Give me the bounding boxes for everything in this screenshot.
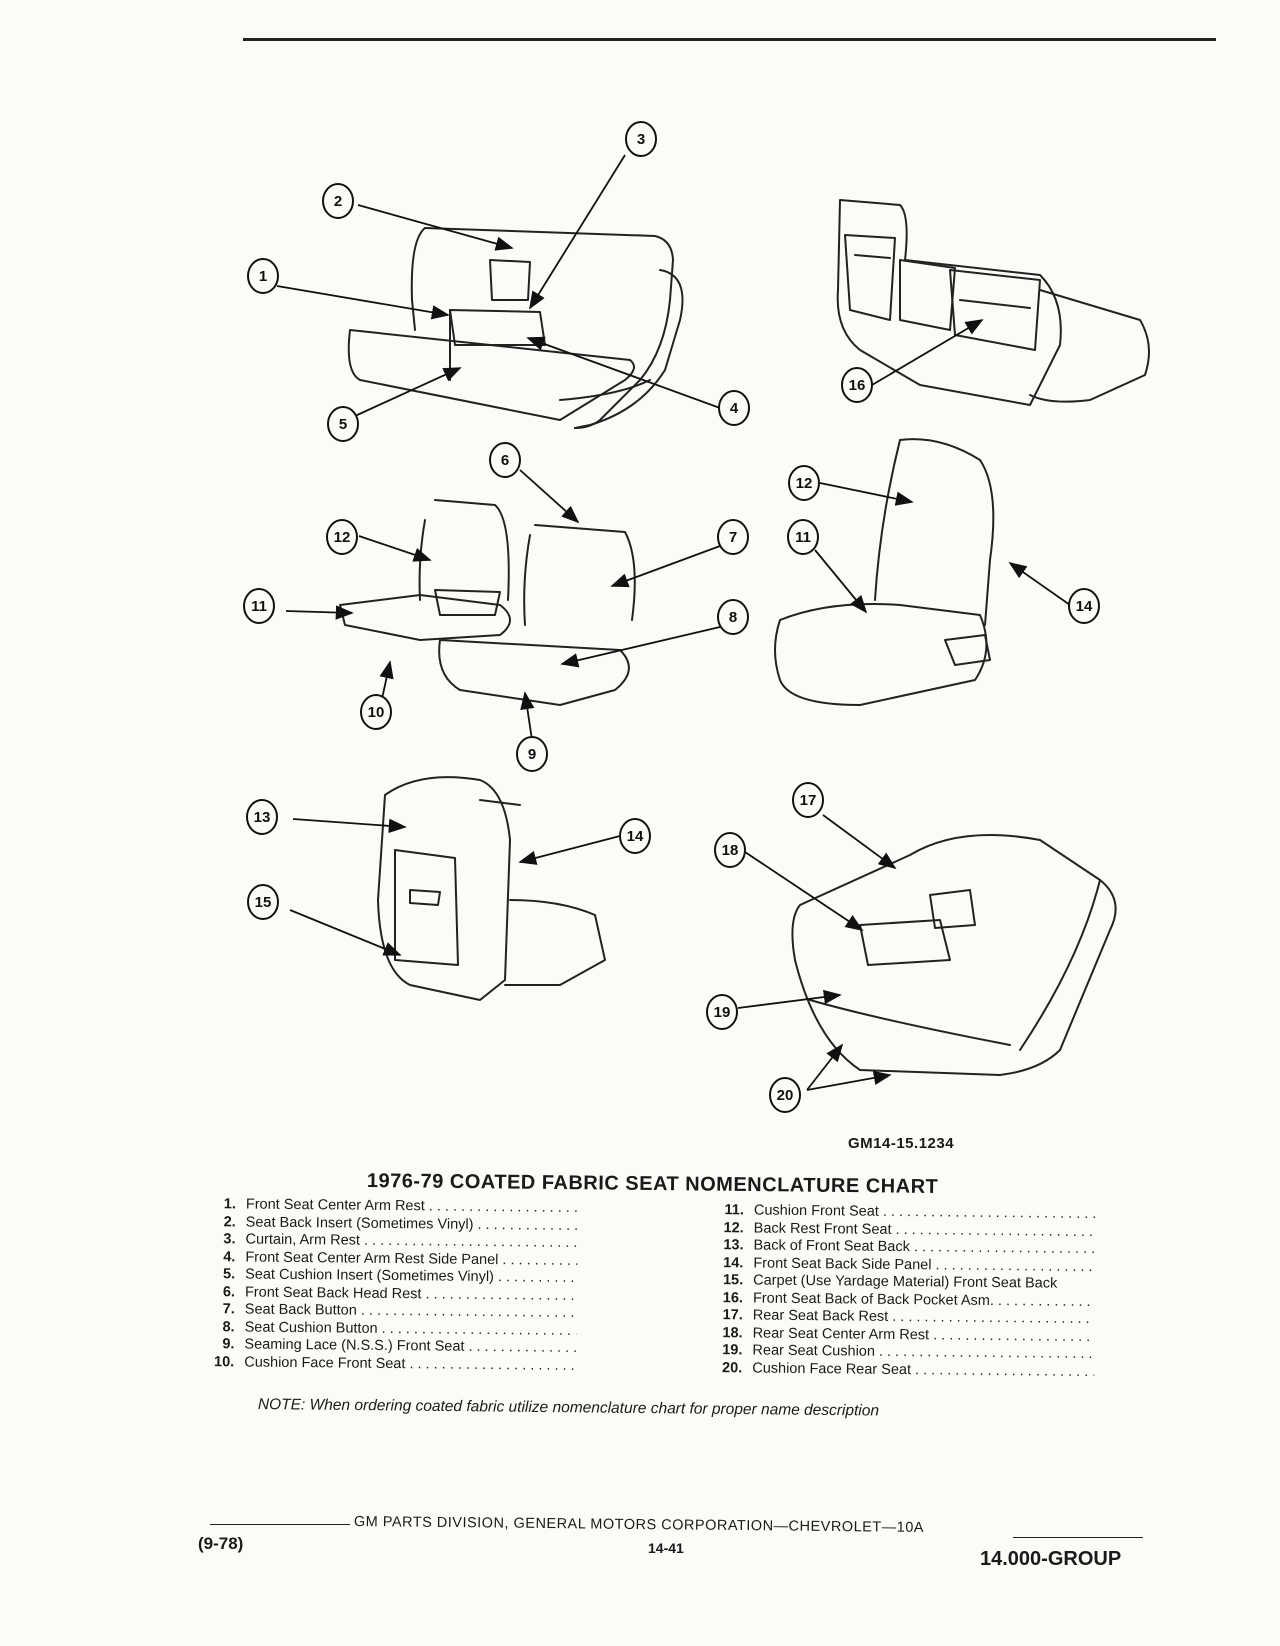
group-number: 14.000-GROUP	[980, 1548, 1122, 1570]
callout-circle	[625, 121, 657, 157]
callout-number: 4	[730, 400, 739, 417]
callout-circle	[841, 367, 873, 403]
figure-id: GM14-15.1234	[848, 1135, 955, 1152]
callout-circle	[792, 782, 824, 818]
pocket-seat-drawing	[836, 199, 1150, 406]
callout-number: 6	[501, 452, 509, 469]
callout-circle	[247, 258, 279, 294]
callout-number: 18	[722, 842, 739, 859]
legend-item: 20.Cushion Face Rear Seat	[706, 1359, 1094, 1381]
bucket-seat-drawing	[774, 438, 995, 706]
callout-number: 1	[259, 268, 267, 285]
callout-number: 5	[339, 416, 347, 433]
callout-circle	[326, 519, 358, 555]
callout-number: 17	[800, 792, 817, 809]
callout-number: 9	[528, 746, 536, 763]
split-bench-drawing	[339, 499, 636, 706]
footer-rule-left	[210, 1524, 350, 1525]
callout-number: 11	[795, 529, 811, 546]
callout-circle	[489, 442, 521, 478]
callout-circle	[243, 588, 275, 624]
legend-left: 1.Front Seat Center Arm Rest 2.Seat Back…	[198, 1196, 578, 1375]
callout-circle	[327, 406, 359, 442]
seat-back-rear-drawing	[377, 776, 606, 1001]
callout-number: 20	[777, 1087, 794, 1104]
callout-circle	[717, 519, 749, 555]
callout-number: 11	[251, 598, 267, 615]
footer-rule-right	[1013, 1537, 1143, 1538]
chart-title: 1976-79 COATED FABRIC SEAT NOMENCLATURE …	[366, 1170, 939, 1198]
legend-right: 11.Cushion Front Seat 12.Back Rest Front…	[706, 1202, 1096, 1381]
callout-circle	[717, 599, 749, 635]
callout-circle	[788, 465, 820, 501]
callout-circle	[706, 994, 738, 1030]
callout-circle	[718, 390, 750, 426]
callout-number: 10	[368, 704, 385, 721]
callout-circle	[1068, 588, 1100, 624]
callout-circle	[322, 183, 354, 219]
callout-number: 3	[637, 131, 645, 148]
callout-number: 12	[334, 529, 351, 546]
callout-number: 14	[1076, 598, 1093, 615]
rear-seat-drawing	[791, 834, 1117, 1076]
legend-item: 10.Cushion Face Front Seat	[198, 1353, 576, 1374]
callout-number: 19	[714, 1004, 731, 1021]
footer-publisher: GM PARTS DIVISION, GENERAL MOTORS CORPOR…	[353, 1514, 925, 1536]
callout-number: 14	[627, 828, 644, 845]
callout-number: 8	[729, 609, 737, 626]
callout-number: 16	[849, 377, 866, 394]
callout-circle	[714, 832, 746, 868]
callout-circle	[516, 736, 548, 772]
callout-circle	[619, 818, 651, 854]
bench-seat-drawing	[347, 227, 684, 429]
callout-circle	[787, 519, 819, 555]
callout-number: 7	[729, 529, 737, 546]
footer-date: (9-78)	[198, 1534, 244, 1553]
top-rule	[243, 38, 1216, 41]
callout-circle	[246, 799, 278, 835]
callout-number: 2	[334, 193, 342, 210]
page-number: 14-41	[648, 1540, 684, 1556]
callout-circle	[247, 884, 279, 920]
callout-circle	[769, 1077, 801, 1113]
callout-number: 13	[254, 809, 271, 826]
callout-number: 15	[255, 894, 272, 911]
callout-circle	[360, 694, 392, 730]
callout-number: 12	[796, 475, 813, 492]
ordering-note: NOTE: When ordering coated fabric utiliz…	[257, 1396, 880, 1420]
